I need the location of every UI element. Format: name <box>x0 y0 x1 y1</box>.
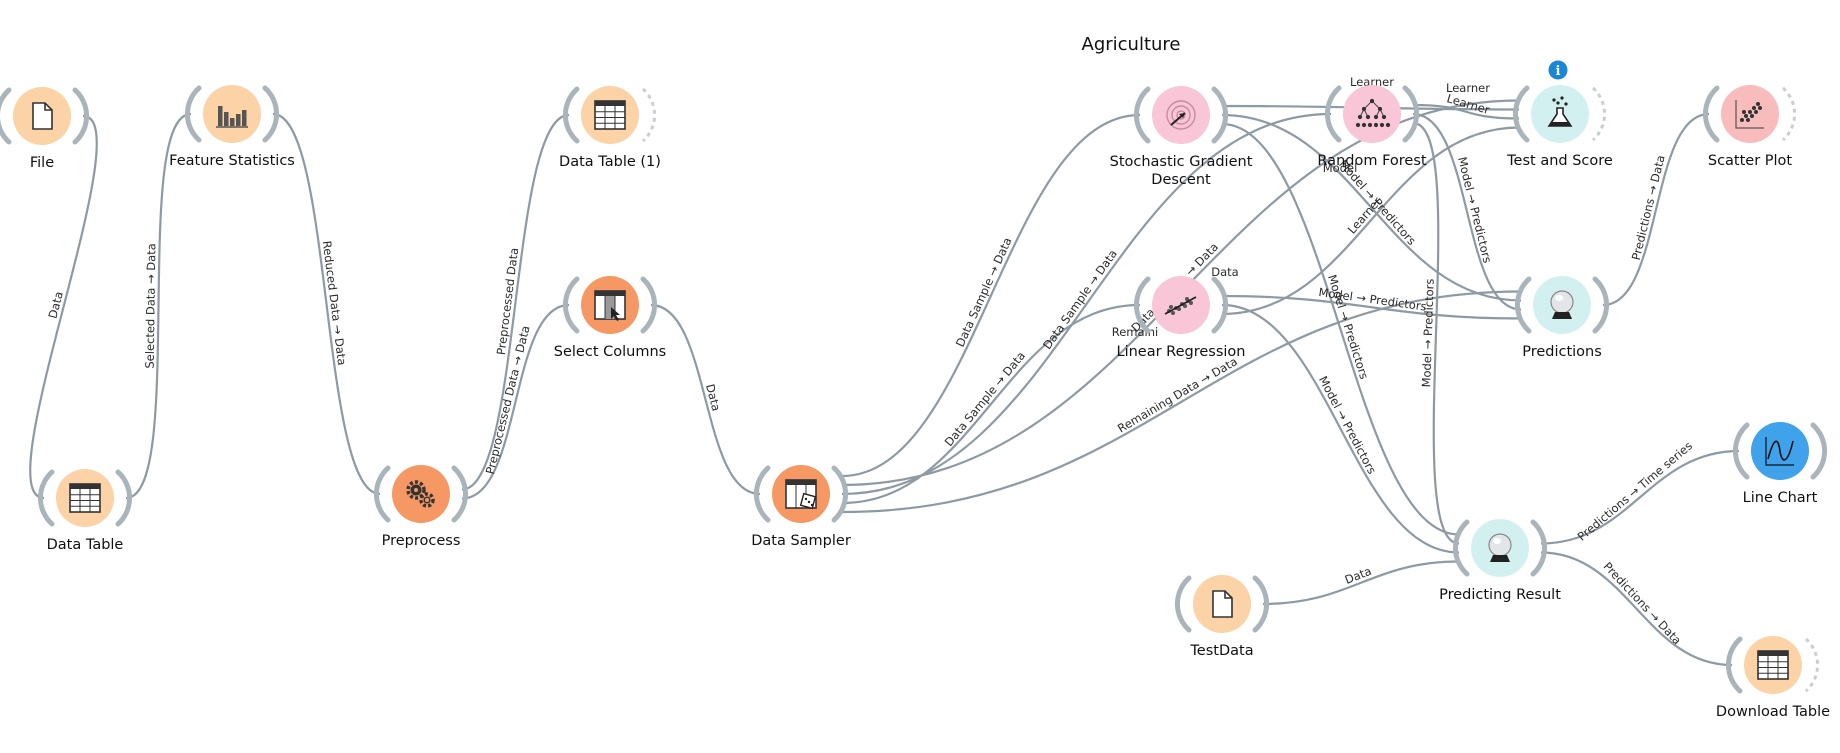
node-data-table-1[interactable]: Data Table (1) <box>559 86 661 170</box>
crystal-ball-icon <box>1550 290 1574 319</box>
node-preprocess[interactable]: Preprocess <box>373 465 469 549</box>
scatter-icon <box>1735 100 1764 129</box>
node-label: Random Forest <box>1317 153 1426 169</box>
link-data_table-feature_statistics[interactable] <box>125 112 192 500</box>
link-label: Predictions → Data <box>1601 559 1685 647</box>
link-predictions-scatter_plot[interactable] <box>1602 112 1710 307</box>
link-file-data_table[interactable] <box>29 114 98 500</box>
file-icon <box>32 102 53 130</box>
link-feature_statistics-preprocess[interactable] <box>272 112 381 496</box>
table-icon <box>594 100 626 130</box>
flask-icon <box>1547 96 1573 127</box>
link-random_forest-predicting_result[interactable] <box>1412 121 1460 545</box>
node-data-table[interactable]: Data Table <box>37 469 133 553</box>
node-feature-statistics[interactable]: Feature Statistics <box>169 85 295 169</box>
node-linear-regression[interactable]: Linear Regression <box>1117 276 1246 360</box>
link-label-fragment: Data <box>1211 265 1238 279</box>
link-label-fragment: Model <box>1323 161 1358 175</box>
link-predicting_result-line_chart[interactable] <box>1540 449 1740 545</box>
node-label: File <box>30 155 54 171</box>
node-random-forest[interactable]: Random Forest <box>1317 85 1427 169</box>
node-file[interactable]: File <box>0 87 90 171</box>
link-data_sampler-linear_regression[interactable] <box>841 303 1141 505</box>
node-select-columns[interactable]: Select Columns <box>554 276 666 360</box>
node-label: Predicting Result <box>1439 587 1561 603</box>
link-label: Selected Data → Data <box>143 243 159 369</box>
info-icon[interactable]: i <box>1548 60 1568 80</box>
bar-chart-icon <box>216 106 248 128</box>
node-label: Data Table <box>47 537 124 553</box>
link-linear_regression-predictions[interactable] <box>1221 294 1522 320</box>
tree-icon <box>1355 98 1391 128</box>
link-linear_regression-predicting_result[interactable] <box>1221 303 1460 554</box>
select-columns-icon <box>594 290 626 321</box>
node-test-and-score[interactable]: Test and Score <box>1506 85 1613 169</box>
gradient-icon <box>1166 100 1196 130</box>
link-test_data-predicting_result[interactable] <box>1262 560 1460 606</box>
link-preprocess-select_columns[interactable] <box>461 303 570 500</box>
node-label: Preprocess <box>382 533 461 549</box>
sampler-icon <box>785 479 817 510</box>
link-label: Model → Predictors <box>1316 374 1379 477</box>
link-label: Reduced Data → Data <box>320 240 349 366</box>
link-label: Model → Predictors <box>1455 155 1495 264</box>
link-sgd-predictions[interactable] <box>1221 113 1522 302</box>
line-chart-icon <box>1765 437 1794 466</box>
wires-layer <box>29 99 1740 667</box>
link-predicting_result-download_table[interactable] <box>1540 551 1733 667</box>
link-label: Remaining Data → Data <box>1115 354 1240 435</box>
link-data_sampler-random_forest[interactable] <box>841 112 1332 496</box>
link-sgd-predicting_result[interactable] <box>1221 122 1460 536</box>
node-label: Data Table (1) <box>559 154 661 170</box>
link-preprocess-data_table_1[interactable] <box>461 113 570 491</box>
node-label: Line Chart <box>1743 490 1818 506</box>
node-data-sampler[interactable]: Data Sampler <box>751 465 851 549</box>
link-random_forest-test_and_score[interactable] <box>1412 103 1520 120</box>
link-label: Data <box>703 382 723 412</box>
link-label: Predictions → Time series <box>1575 439 1695 544</box>
node-label: Select Columns <box>554 344 666 360</box>
table-icon <box>1757 650 1789 680</box>
node-label: Data Sampler <box>751 533 851 549</box>
file-icon <box>1212 590 1233 618</box>
link-label: Model → Predictors <box>1419 278 1437 387</box>
node-line-chart[interactable]: Line Chart <box>1732 422 1828 506</box>
node-test-data[interactable]: TestData <box>1174 575 1270 659</box>
svg-text:i: i <box>1556 64 1561 79</box>
node-label: Feature Statistics <box>169 153 295 169</box>
workflow-title: Agriculture <box>1082 34 1181 55</box>
link-label: Data Sample → Data <box>953 235 1015 349</box>
node-download-table[interactable]: Download Table <box>1716 636 1830 720</box>
link-label-fragment: Learner <box>1350 75 1394 89</box>
node-label: TestData <box>1189 643 1253 659</box>
link-label-fragment: Learner <box>1446 81 1490 95</box>
node-label: Predictions <box>1522 344 1602 360</box>
extras-layer: i <box>1548 60 1568 80</box>
link-label: Data Sample → Data <box>1040 247 1120 352</box>
node-predicting-result[interactable]: Predicting Result <box>1439 519 1561 603</box>
link-select_columns-data_sampler[interactable] <box>650 303 761 496</box>
link-data_sampler-predictions[interactable] <box>841 290 1522 514</box>
nodes-layer: File Feature Statistics Data Table (1) Sele… <box>0 85 1830 720</box>
link-label: Data <box>46 290 66 320</box>
link-data_sampler-sgd[interactable] <box>841 113 1141 478</box>
table-icon <box>69 483 101 513</box>
link-random_forest-predictions[interactable] <box>1412 112 1522 311</box>
link-linear_regression-test_and_score[interactable] <box>1221 126 1520 316</box>
node-label: Scatter Plot <box>1708 153 1793 169</box>
node-label: Download Table <box>1716 704 1830 720</box>
node-scatter-plot[interactable]: Scatter Plot <box>1702 85 1797 169</box>
regression-icon <box>1164 296 1197 315</box>
link-label-fragment: Remaini <box>1112 325 1158 339</box>
node-predictions[interactable]: Predictions <box>1514 276 1610 360</box>
link-label: Predictions → Data <box>1629 154 1668 262</box>
gears-icon <box>406 480 435 508</box>
crystal-ball-icon <box>1488 533 1512 562</box>
node-label: Linear Regression <box>1117 344 1246 360</box>
node-label: Test and Score <box>1506 153 1613 169</box>
